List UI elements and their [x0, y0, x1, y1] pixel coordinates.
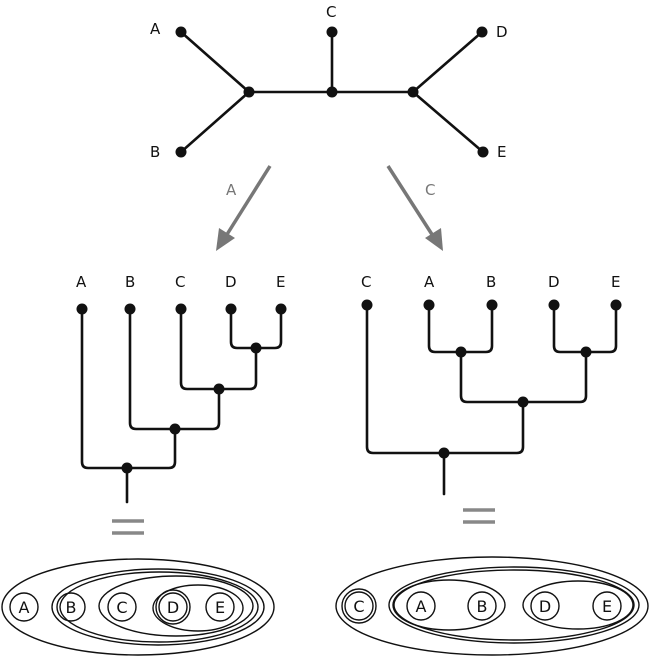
edge-a-bcde	[80, 307, 177, 470]
node-bcde	[169, 423, 181, 435]
tip-label: D	[548, 273, 560, 291]
tip-node-d	[225, 303, 237, 315]
tip-node-d	[476, 26, 488, 38]
tip-node-b	[486, 299, 498, 311]
arrow-shaft-left	[224, 165, 272, 237]
set-ab	[392, 579, 506, 631]
set-b	[56, 592, 86, 622]
set-label: D	[167, 598, 179, 617]
edge-a	[179, 30, 251, 94]
arrowhead-left-icon	[216, 228, 235, 251]
set-b	[467, 591, 497, 621]
node-de	[580, 346, 592, 358]
tip-node-a	[175, 26, 187, 38]
tip-label: E	[611, 273, 620, 291]
set-d	[530, 591, 560, 621]
arrow-root-a: A	[216, 165, 272, 251]
tip-label: A	[76, 273, 87, 291]
edge-e	[411, 90, 485, 154]
set-c-outer	[341, 588, 377, 624]
set-label: B	[66, 598, 77, 617]
edge-b	[179, 90, 251, 154]
set-label: C	[116, 598, 127, 617]
arrow-label-right: C	[425, 181, 435, 199]
edge-ab	[427, 303, 494, 354]
set-e	[592, 591, 622, 621]
set-label: E	[215, 598, 225, 617]
tip-label-b: B	[150, 143, 160, 161]
tip-node-a	[76, 303, 88, 315]
tip-node-b	[175, 146, 187, 158]
tip-node-e	[477, 146, 489, 158]
tip-label: C	[361, 273, 371, 291]
edge-c-abde	[365, 303, 525, 455]
tip-node-c	[361, 299, 373, 311]
node-abde	[517, 396, 529, 408]
tip-node-c	[175, 303, 187, 315]
tip-label: B	[486, 273, 496, 291]
tip-node-e	[275, 303, 287, 315]
nested-sets-left: A B C D E	[1, 558, 275, 656]
set-label: A	[416, 597, 427, 616]
edge-d	[411, 30, 484, 94]
set-bcde	[51, 568, 265, 646]
set-label: A	[19, 598, 30, 617]
set-d	[158, 592, 188, 622]
tip-label-a: A	[150, 20, 161, 38]
set-c	[344, 591, 374, 621]
set-c	[107, 592, 137, 622]
set-bcde-inner	[59, 571, 259, 643]
tip-label: C	[175, 273, 185, 291]
tip-label: E	[276, 273, 285, 291]
set-abde	[388, 566, 640, 644]
tip-node-a	[423, 299, 435, 311]
internal-node-de	[407, 86, 419, 98]
edge-de	[552, 303, 618, 354]
set-label: E	[602, 597, 612, 616]
edge-ab-de	[459, 350, 588, 404]
tip-label-d: D	[496, 23, 508, 41]
node-cde	[213, 383, 225, 395]
tip-node-d	[548, 299, 560, 311]
set-a	[406, 591, 436, 621]
tip-node-e	[610, 299, 622, 311]
set-a	[9, 592, 39, 622]
tip-label: B	[125, 273, 135, 291]
set-abcde	[1, 558, 275, 656]
internal-node-ab	[243, 86, 255, 98]
set-e	[205, 592, 235, 622]
arrow-label-left: A	[226, 181, 237, 199]
edge-de	[229, 307, 283, 350]
rooted-tree-right: C A B D E	[361, 273, 622, 524]
unrooted-tree: A B C D E	[150, 3, 508, 161]
set-cde	[98, 575, 254, 637]
root-node	[121, 462, 133, 474]
internal-node-c	[326, 86, 338, 98]
arrow-root-c: C	[386, 165, 443, 251]
rooted-tree-left: A B C D E	[76, 273, 287, 535]
tip-node-b	[124, 303, 136, 315]
tip-node-c	[326, 26, 338, 38]
set-abde-inner	[393, 569, 635, 641]
set-label: D	[539, 597, 551, 616]
tip-label: D	[225, 273, 237, 291]
tip-label-c: C	[326, 3, 336, 21]
arrow-shaft-right	[386, 165, 435, 237]
root-node	[438, 447, 450, 459]
set-de	[522, 580, 634, 630]
set-cabde	[335, 556, 649, 656]
tip-label-e: E	[497, 143, 506, 161]
tip-label: A	[424, 273, 435, 291]
set-d-outer	[155, 589, 191, 625]
node-de	[250, 342, 262, 354]
set-label: C	[353, 597, 364, 616]
set-label: B	[477, 597, 488, 616]
edge-b-cde	[128, 307, 221, 431]
node-ab	[455, 346, 467, 358]
nested-sets-right: C A B D E	[335, 556, 649, 656]
arrowhead-right-icon	[425, 228, 443, 251]
set-de	[152, 584, 244, 632]
